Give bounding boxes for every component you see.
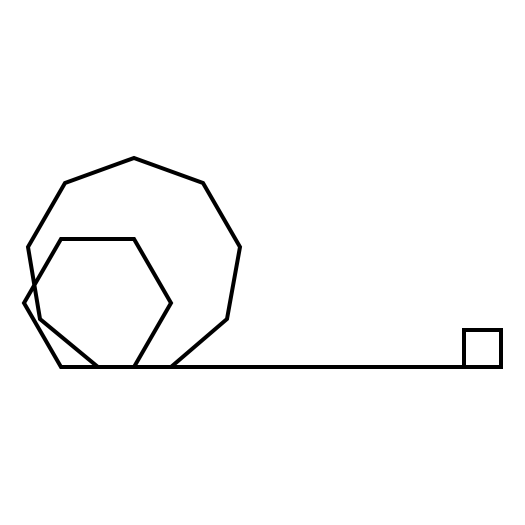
square-shape: [462, 328, 503, 369]
